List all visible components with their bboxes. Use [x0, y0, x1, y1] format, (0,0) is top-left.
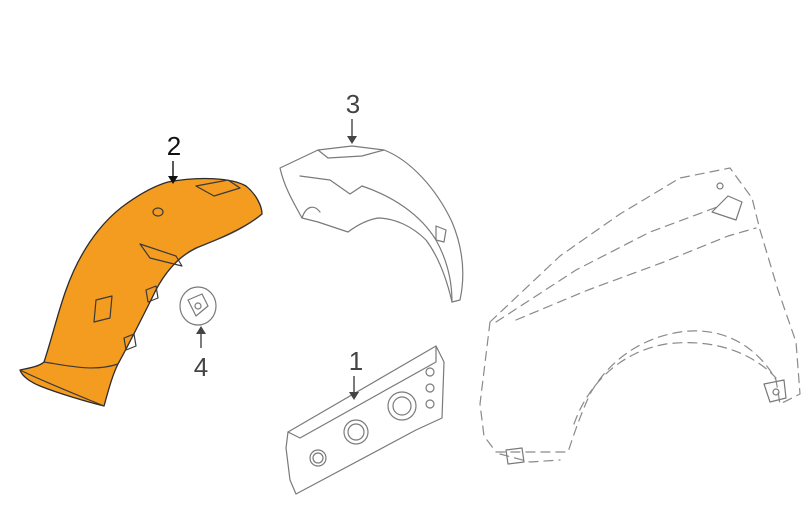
callout-2[interactable]: 2	[167, 131, 181, 184]
apron-hole-small-inner	[312, 452, 324, 464]
fender-bracket-side	[763, 379, 787, 403]
fender-liner-rib-2	[139, 243, 183, 267]
callout-1-arrowhead	[349, 392, 359, 400]
callout-2-arrowhead	[168, 176, 178, 184]
liner-outline-top-edge	[317, 149, 385, 159]
apron-hole-medium	[343, 419, 369, 445]
fender-liner-rib-1	[195, 179, 241, 197]
fender-liner-clip-1	[145, 285, 159, 303]
liner-outline-tab	[435, 225, 447, 243]
fender-liner-clip-2	[123, 333, 137, 351]
apron-hole-medium-inner	[347, 423, 365, 441]
grommet-center	[194, 302, 202, 310]
fender-liner-flange	[43, 361, 119, 369]
fender-bracket-top	[711, 195, 743, 221]
apron-panel-top-lip	[287, 345, 437, 439]
fender-bolt-2	[772, 388, 780, 396]
fender-liner-slot	[93, 295, 113, 323]
callout-4[interactable]: 4	[194, 326, 208, 382]
callout-4-label: 4	[194, 352, 208, 382]
callout-2-label: 2	[167, 131, 181, 161]
callout-3-label: 3	[346, 89, 360, 119]
callout-3[interactable]: 3	[346, 89, 360, 144]
fender-phantom-outline	[479, 167, 801, 465]
part-4-grommet[interactable]	[179, 286, 217, 326]
apron-hole-tiny-1	[425, 367, 435, 377]
callout-4-arrowhead	[196, 326, 206, 334]
fender-liner-body	[19, 177, 263, 407]
fender-liner-hole	[152, 207, 164, 217]
apron-hole-large	[387, 391, 417, 421]
liner-outline-inner-curve	[361, 185, 453, 303]
callout-1-label: 1	[349, 346, 363, 376]
apron-hole-tiny-3	[425, 399, 435, 409]
fender-body-crease	[515, 227, 757, 321]
fender-arch-inner	[573, 342, 777, 425]
fender-top-crease	[495, 205, 721, 323]
part-1-apron-panel[interactable]	[285, 345, 445, 495]
apron-hole-large-inner	[392, 396, 412, 416]
fender-lower-edge	[499, 453, 561, 463]
apron-hole-small	[309, 449, 327, 467]
part-2-fender-liner[interactable]	[19, 177, 263, 407]
liner-outline-rib	[299, 175, 363, 195]
fender-outer-edge	[479, 167, 801, 453]
liner-outline-body	[279, 145, 464, 303]
fender-bracket-lower	[505, 447, 525, 465]
apron-panel-body	[285, 345, 445, 495]
callout-3-arrowhead	[347, 136, 357, 144]
grommet-outer	[179, 286, 217, 326]
grommet-inner-detail	[187, 293, 209, 317]
liner-outline-notch	[301, 206, 321, 219]
apron-hole-tiny-2	[425, 383, 435, 393]
fender-liner-lower-lip	[19, 369, 105, 407]
part-3-fender-liner-outline[interactable]	[279, 145, 464, 303]
fender-liner-inner-edge	[175, 213, 263, 263]
callout-1[interactable]: 1	[349, 346, 363, 400]
fender-bolt-1	[716, 182, 724, 190]
